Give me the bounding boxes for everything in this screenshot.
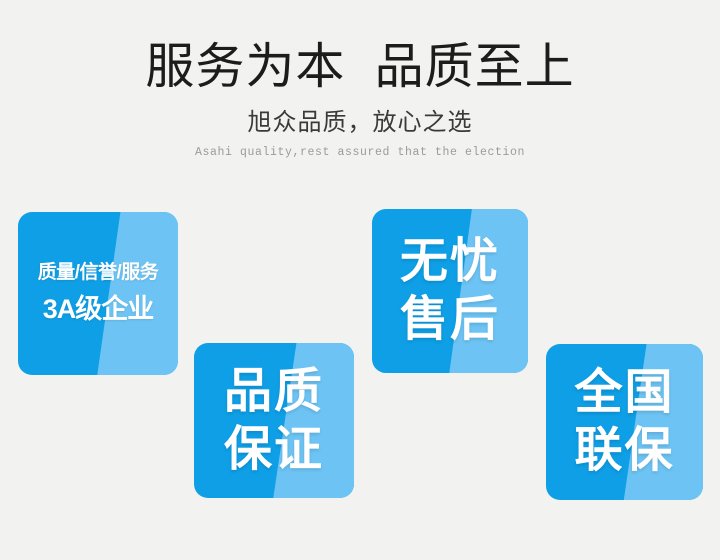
header-block: 服务为本 品质至上 旭众品质，放心之选 Asahi quality,rest a… (0, 0, 720, 160)
badge-content: 品质 保证 (194, 343, 354, 498)
badge-line-1: 品质 (223, 364, 324, 418)
badge-content: 质量/信誉/服务 3A级企业 (18, 212, 178, 375)
badge-small-label: 质量/信誉/服务 (37, 262, 159, 283)
badge-3a-enterprise[interactable]: 质量/信誉/服务 3A级企业 (18, 212, 178, 375)
badge-nationwide-warranty[interactable]: 全国 联保 (546, 344, 703, 500)
badge-main-label: 3A级企业 (42, 294, 155, 324)
page-subtitle: 旭众品质，放心之选 (247, 110, 473, 136)
badge-line-1: 全国 (574, 366, 675, 419)
badge-content: 无忧 售后 (372, 209, 528, 373)
badge-line-2: 保证 (223, 422, 324, 476)
page-subtitle-english: Asahi quality,rest assured that the elec… (194, 146, 526, 159)
badge-content: 全国 联保 (546, 344, 703, 500)
badge-line-2: 联保 (574, 424, 675, 477)
badge-worry-free-after-sales[interactable]: 无忧 售后 (372, 209, 528, 373)
badge-quality-guarantee[interactable]: 品质 保证 (194, 343, 354, 498)
badge-line-2: 售后 (399, 293, 500, 346)
badge-line-1: 无忧 (399, 235, 500, 288)
page-title: 服务为本 品质至上 (145, 40, 575, 94)
